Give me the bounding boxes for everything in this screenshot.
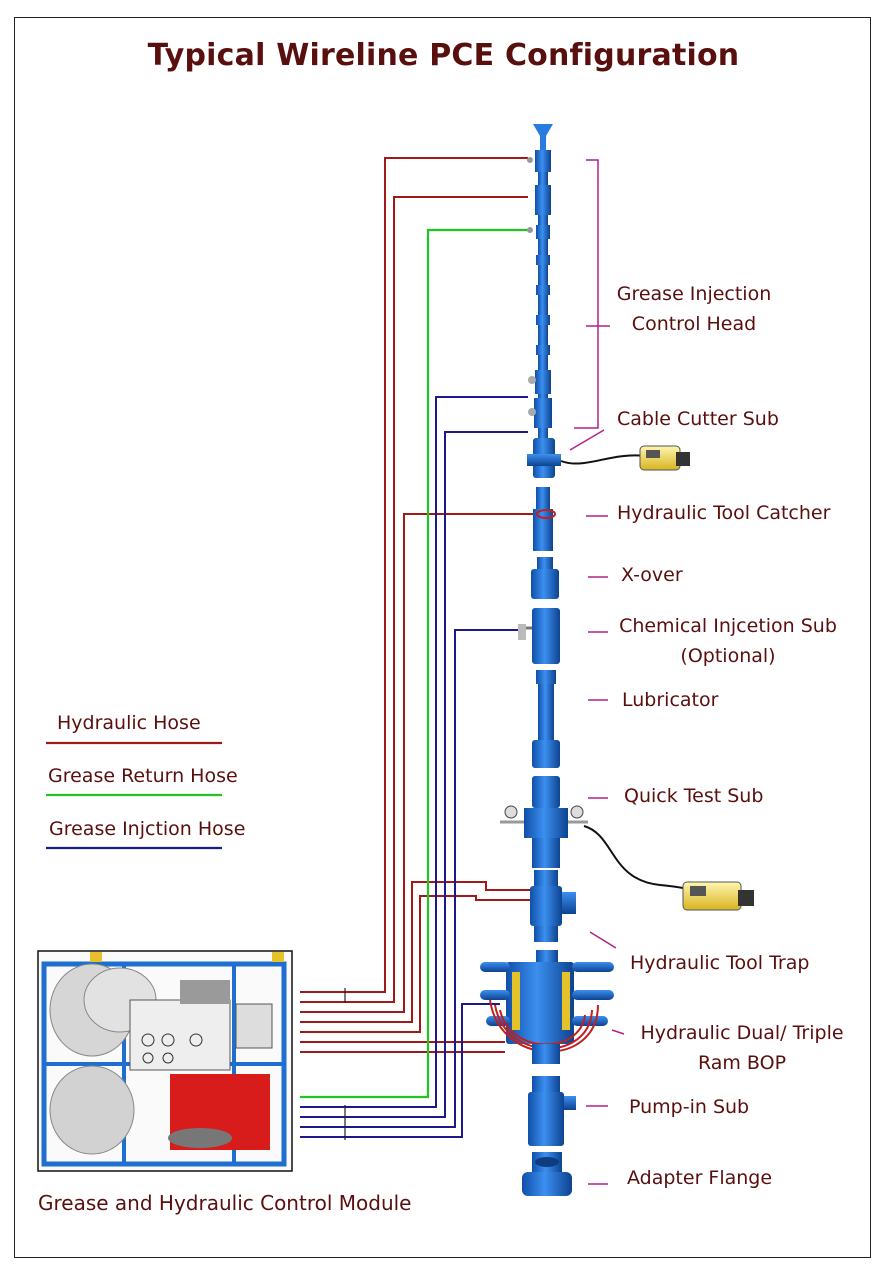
- legend-hydraulic-hose: Hydraulic Hose: [57, 712, 201, 734]
- x-over-equipment: [531, 557, 559, 599]
- hydraulic-hoses: [300, 157, 535, 1053]
- module-caption: Grease and Hydraulic Control Module: [38, 1191, 412, 1215]
- page-title: Typical Wireline PCE Configuration: [147, 38, 740, 73]
- hydraulic-tool-trap-equipment: [530, 870, 576, 942]
- hydraulic-ram-bop-equipment: [480, 950, 614, 1064]
- cable-cutter-sub-equipment: [527, 438, 690, 478]
- legend-grease-return-hose: Grease Return Hose: [48, 765, 238, 787]
- chemical-injection-sub-equipment: [518, 608, 560, 664]
- label-grease-injection-control-head: Grease Injection Control Head: [616, 283, 772, 335]
- label-hydraulic-tool-catcher: Hydraulic Tool Catcher: [617, 502, 831, 524]
- label-pump-in-sub: Pump-in Sub: [629, 1096, 750, 1118]
- label-x-over: X-over: [621, 564, 683, 586]
- grease-injection-hoses: [300, 396, 528, 1138]
- label-hydraulic-ram-bop: Hydraulic Dual/ Triple Ram BOP: [640, 1022, 844, 1074]
- control-head-bracket: [574, 159, 599, 429]
- grease-return-hose: [300, 228, 528, 1099]
- pump-in-sub-equipment: [528, 1076, 576, 1146]
- quick-test-sub-equipment: [500, 776, 754, 911]
- hydraulic-tool-catcher-equipment: [533, 487, 556, 551]
- diagram-frame: [14, 17, 871, 1258]
- grease-injection-control-head-equipment: [527, 124, 553, 440]
- label-hydraulic-tool-trap: Hydraulic Tool Trap: [630, 952, 810, 974]
- label-chemical-injection-sub: Chemical Injcetion Sub (Optional): [619, 615, 837, 667]
- label-cable-cutter-sub: Cable Cutter Sub: [617, 408, 779, 430]
- label-pointers: [569, 159, 625, 1185]
- lubricator-equipment: [532, 670, 560, 768]
- legend-grease-injection-hose: Grease Injction Hose: [49, 818, 246, 840]
- label-lubricator: Lubricator: [622, 689, 719, 711]
- label-quick-test-sub: Quick Test Sub: [624, 785, 764, 807]
- legend-lines: [46, 741, 222, 850]
- adapter-flange-equipment: [522, 1152, 572, 1196]
- label-adapter-flange: Adapter Flange: [627, 1167, 773, 1189]
- pce-stack: [480, 124, 754, 1196]
- control-module-image: [37, 950, 293, 1172]
